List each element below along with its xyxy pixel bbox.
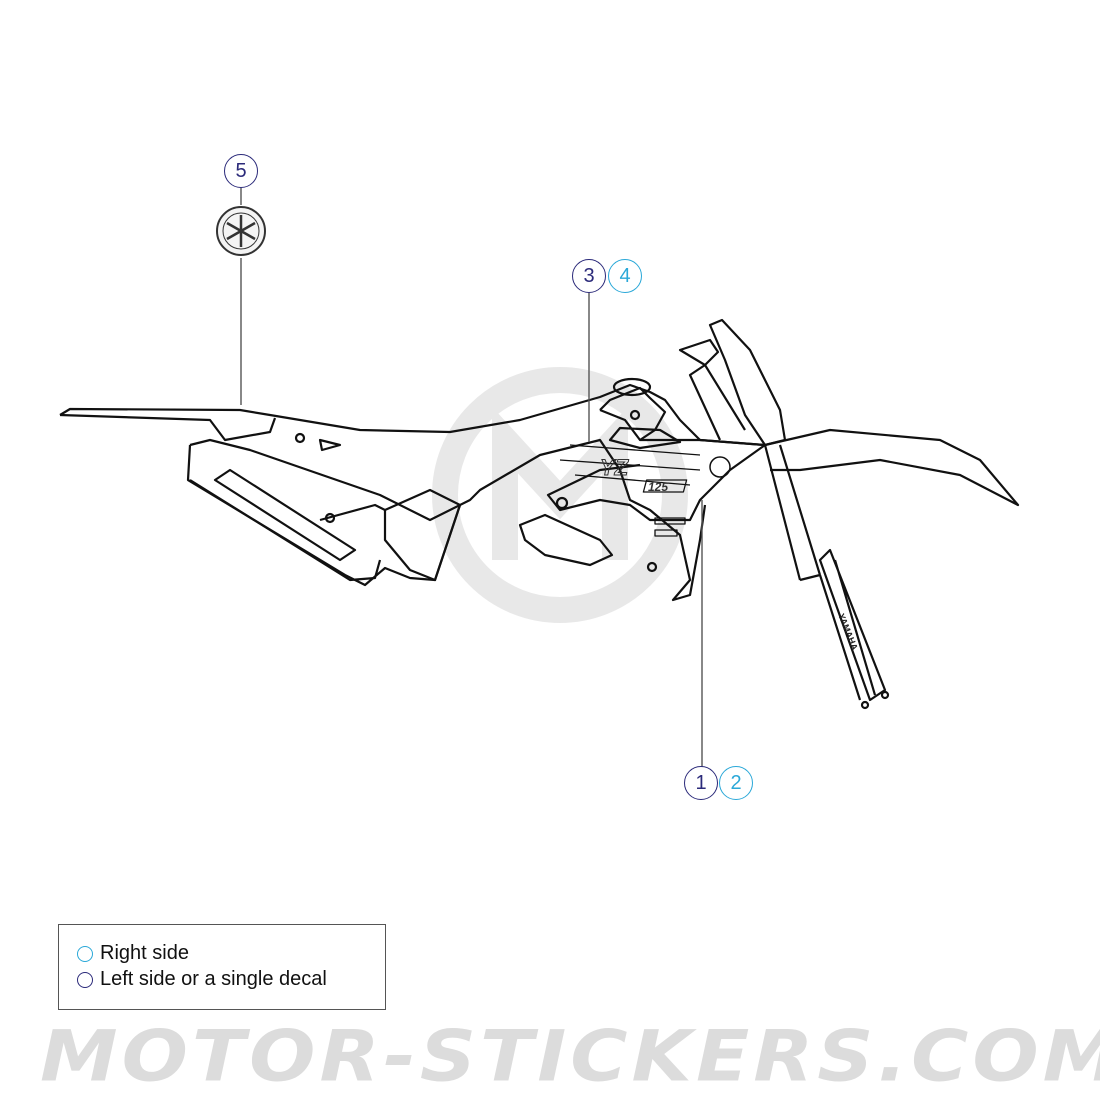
radiator-shroud bbox=[546, 408, 767, 522]
front-fork bbox=[763, 444, 822, 582]
legend: Right side Left side or a single decal bbox=[58, 924, 386, 1010]
shroud-text: YZ bbox=[600, 455, 630, 480]
legend-left-label: Left side or a single decal bbox=[100, 968, 327, 990]
number-plate bbox=[708, 318, 787, 447]
callout-4[interactable]: 4 bbox=[608, 259, 642, 293]
callout-2[interactable]: 2 bbox=[719, 766, 753, 800]
legend-right-side: Right side bbox=[77, 942, 189, 965]
legend-left-side: Left side or a single decal bbox=[77, 968, 327, 991]
callout-5[interactable]: 5 bbox=[224, 154, 258, 188]
callout-1[interactable]: 1 bbox=[684, 766, 718, 800]
yamaha-emblem-decal bbox=[216, 206, 266, 256]
front-fender bbox=[764, 428, 1020, 507]
side-panel bbox=[189, 438, 707, 602]
yamaha-emblem-shroud bbox=[709, 456, 731, 478]
callout-3[interactable]: 3 bbox=[572, 259, 606, 293]
exhaust-pipe bbox=[189, 479, 382, 582]
cyan-circle-icon bbox=[77, 945, 93, 962]
rear-fender bbox=[59, 383, 766, 447]
model-text: 125 bbox=[648, 480, 668, 494]
watermark: MOTOR-STICKERS.COM bbox=[40, 1016, 1100, 1098]
logo-watermark bbox=[432, 367, 688, 623]
navy-circle-icon bbox=[77, 971, 93, 988]
legend-right-label: Right side bbox=[100, 942, 189, 964]
